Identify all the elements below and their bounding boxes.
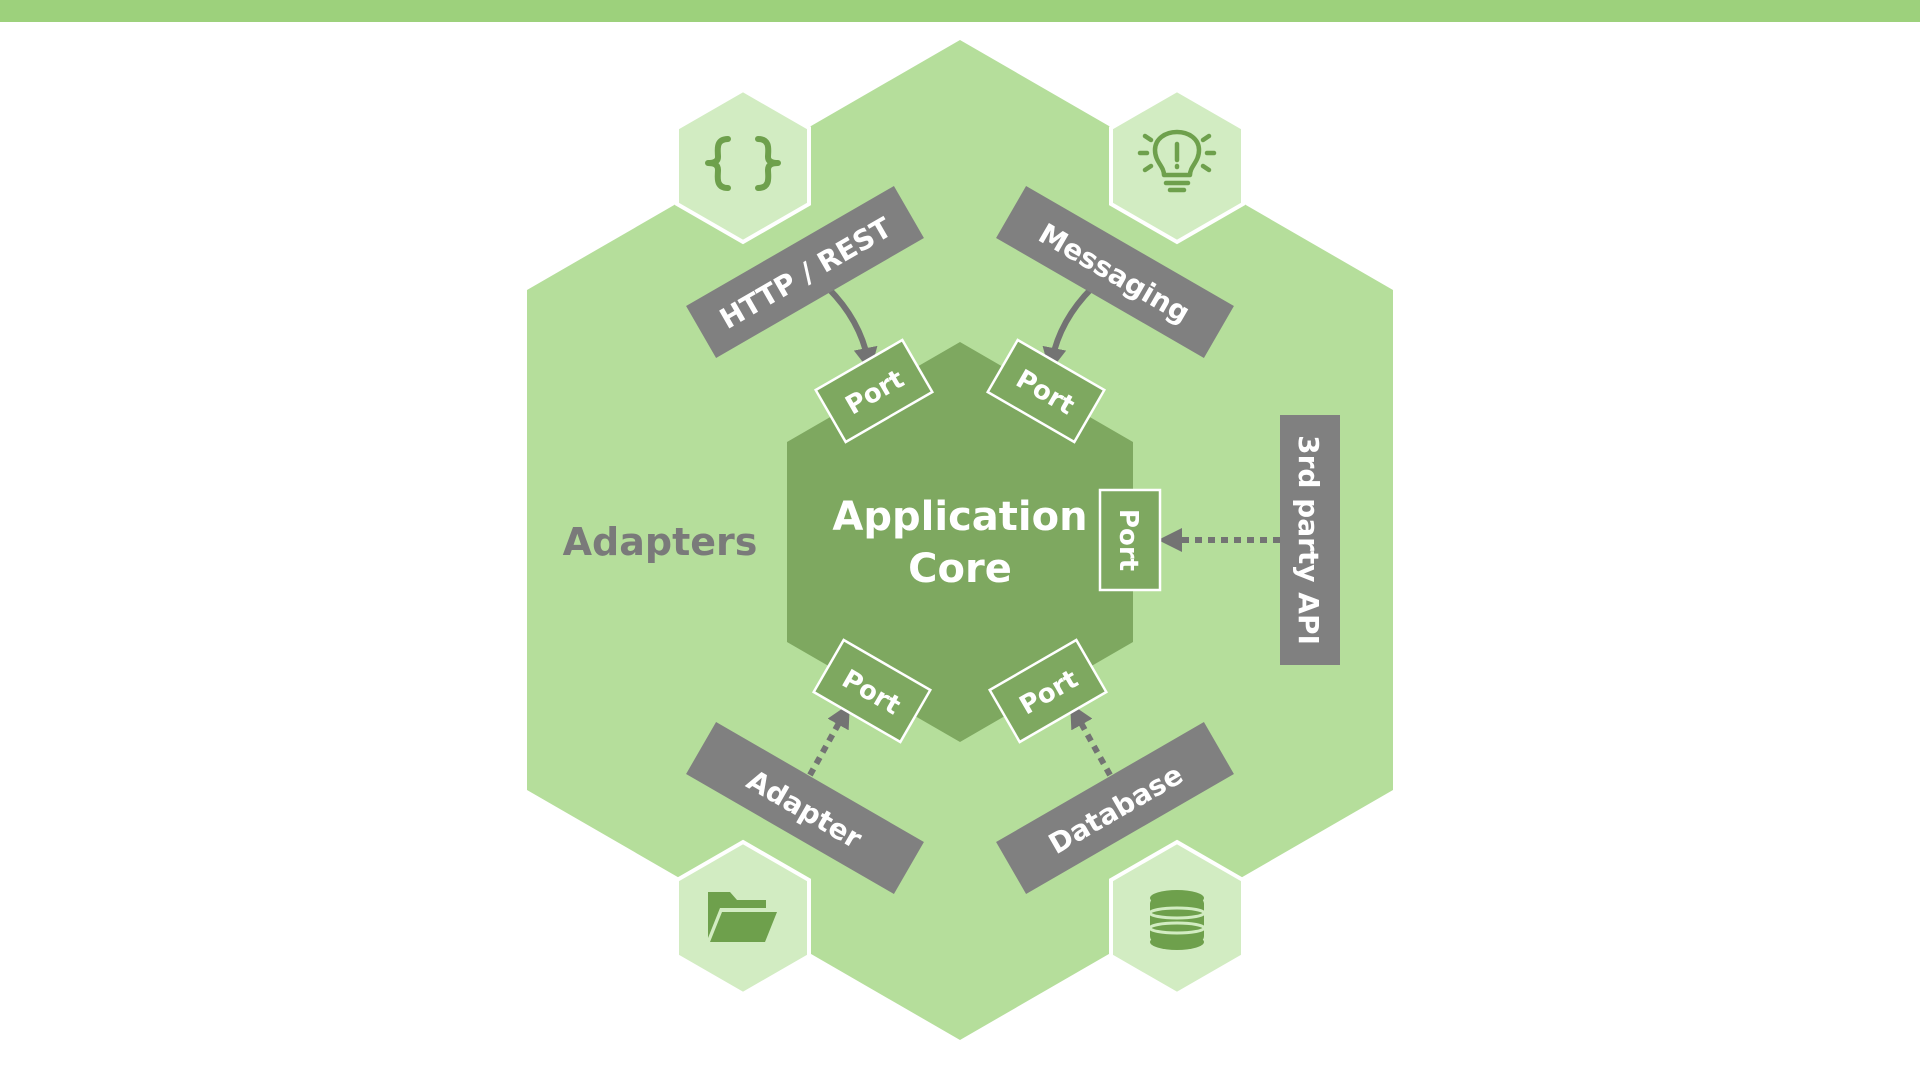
hex-icon-bottom-right [1109, 839, 1245, 997]
port-bottom-right: Port [987, 638, 1109, 744]
arrow-http-to-port [825, 285, 878, 372]
top-accent-bar [0, 0, 1920, 22]
core-title-line1: Application [832, 494, 1087, 540]
port-right-label: Port [1113, 509, 1143, 571]
database-icon [1148, 890, 1206, 950]
curly-braces-icon [705, 136, 781, 191]
adapters-label: Adapters [563, 520, 758, 564]
adapter-third-party-label: 3rd party API [1292, 435, 1325, 645]
arrow-adapter-to-port [807, 703, 850, 777]
port-top-right: Port [985, 338, 1107, 444]
arrow-messaging-to-port [1042, 285, 1095, 372]
core-title-line2: Core [908, 546, 1012, 592]
application-core-hexagon [787, 342, 1133, 742]
lightbulb-icon [1137, 129, 1217, 193]
port-bottom-left: Port [811, 638, 933, 744]
port-right: Port [1098, 488, 1162, 592]
port-top-left: Port [813, 338, 935, 444]
hex-icon-top-left [675, 87, 811, 245]
adapter-third-party-api: 3rd party API [1280, 415, 1340, 665]
folder-icon [708, 892, 777, 942]
hex-icon-bottom-left [675, 839, 811, 997]
hex-icon-top-right [1109, 87, 1245, 245]
arrow-database-to-port [1070, 703, 1113, 777]
